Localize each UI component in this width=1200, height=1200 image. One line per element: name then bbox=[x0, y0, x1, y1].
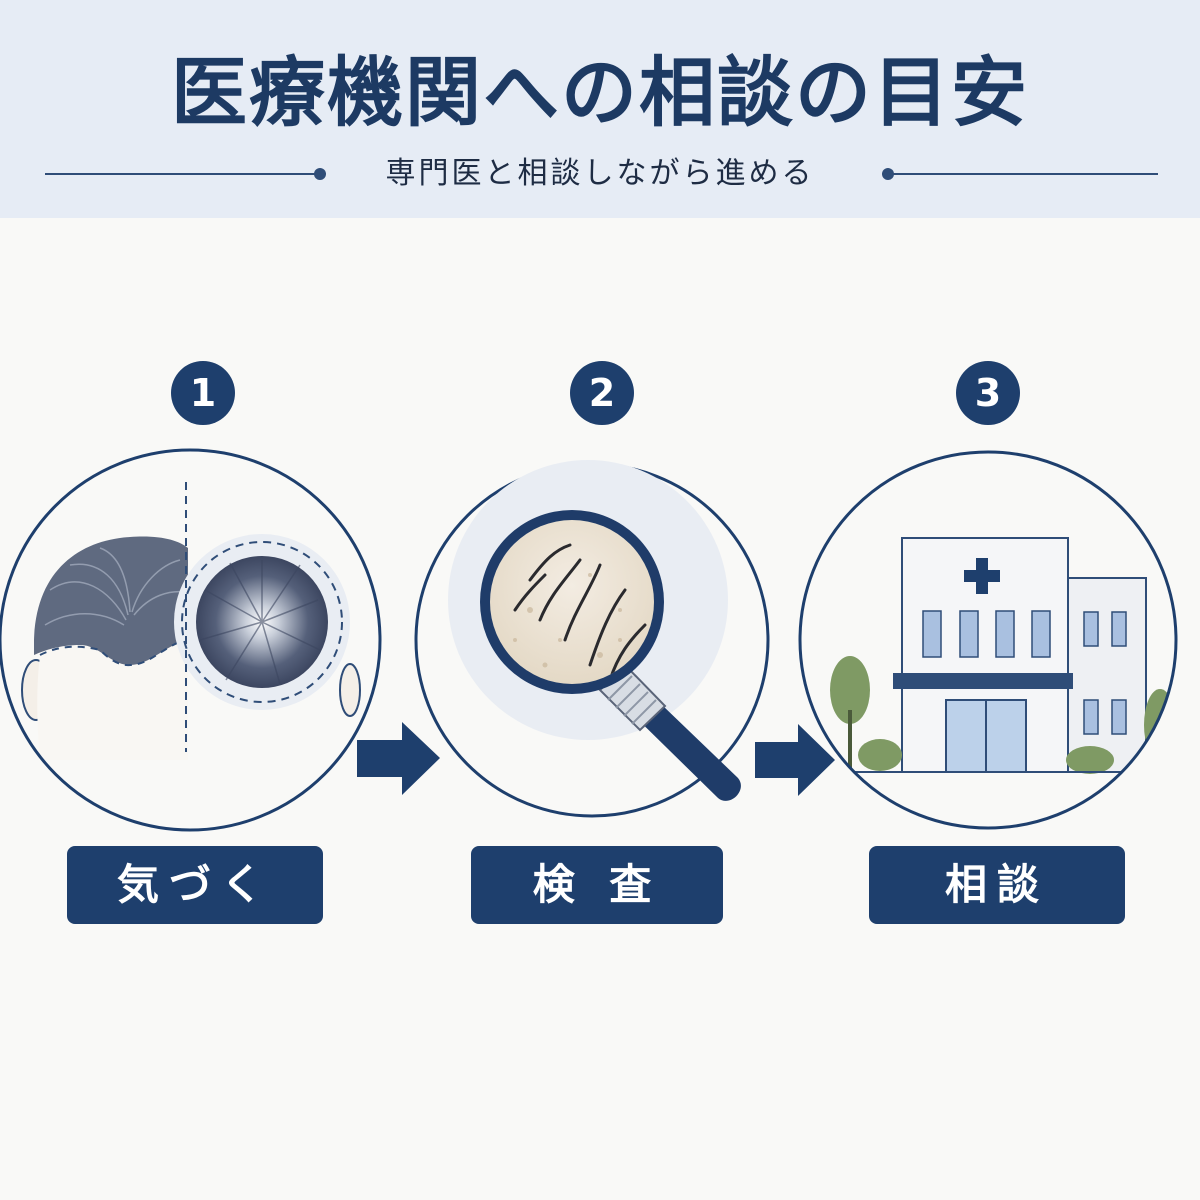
page-subtitle: 専門医と相談しながら進める bbox=[385, 156, 815, 191]
header-banner: 医療機関への相談の目安 専門医と相談しながら進める bbox=[0, 0, 1200, 218]
step-2-label: 検 査 bbox=[471, 846, 723, 924]
step-3-number-badge: 3 bbox=[956, 361, 1020, 425]
step-1-label: 気づく bbox=[67, 846, 323, 924]
step-2-number-badge: 2 bbox=[570, 361, 634, 425]
page-title: 医療機関への相談の目安 bbox=[171, 48, 1029, 137]
subtitle-right-line bbox=[888, 173, 1158, 175]
subtitle-left-line bbox=[45, 173, 320, 175]
step-1-number-badge: 1 bbox=[171, 361, 235, 425]
step-3-circle bbox=[798, 450, 1178, 830]
step-1-circle bbox=[0, 448, 382, 832]
head-illustration bbox=[21, 482, 361, 760]
hospital-icon bbox=[800, 537, 1176, 774]
arrow-right-icon bbox=[357, 722, 440, 795]
arrow-right-icon-2 bbox=[755, 724, 835, 796]
step-3-label: 相談 bbox=[869, 846, 1125, 924]
subtitle-left-dot bbox=[314, 168, 326, 180]
magnifier-icon bbox=[480, 510, 741, 801]
subtitle-row: 専門医と相談しながら進める bbox=[0, 152, 1200, 196]
